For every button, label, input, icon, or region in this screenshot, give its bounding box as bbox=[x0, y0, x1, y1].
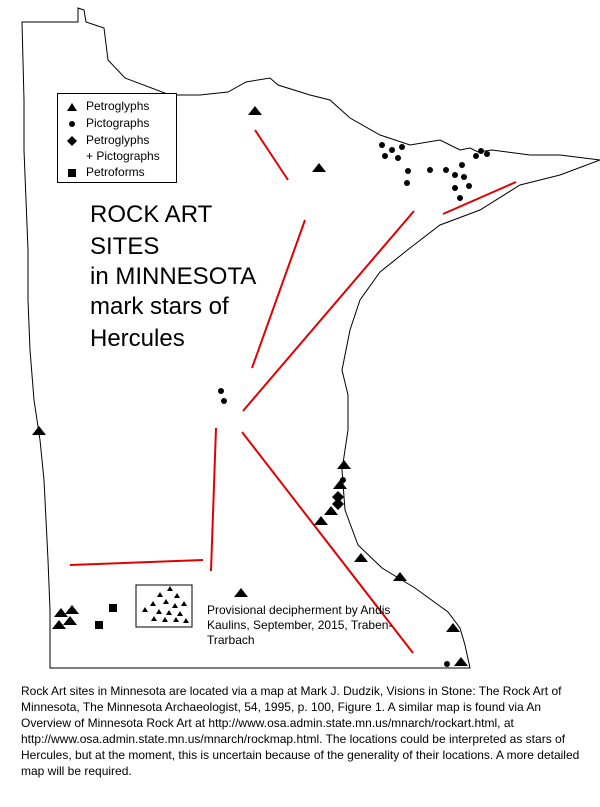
petroglyph-marker bbox=[63, 616, 77, 625]
hercules-line bbox=[69, 559, 204, 566]
pictograph-marker bbox=[218, 388, 224, 394]
pictograph-marker bbox=[484, 151, 490, 157]
pictograph-marker bbox=[399, 144, 405, 150]
map-title-line: in MINNESOTA bbox=[90, 263, 257, 290]
petroglyph-marker bbox=[52, 620, 66, 629]
petroglyph-cluster-box bbox=[135, 584, 193, 628]
combined-markers bbox=[332, 491, 344, 510]
petroglyph-marker bbox=[312, 163, 326, 172]
credit-text: Provisional decipherment by Andis Kaulin… bbox=[207, 603, 393, 647]
diamond-icon bbox=[67, 136, 77, 146]
hercules-line bbox=[254, 129, 289, 181]
pictograph-marker bbox=[473, 153, 479, 159]
petroglyph-marker bbox=[337, 460, 351, 469]
pictograph-marker bbox=[443, 167, 449, 173]
pictograph-marker bbox=[404, 180, 410, 186]
combined-marker bbox=[332, 498, 344, 510]
pictograph-marker bbox=[379, 142, 385, 148]
petroglyph-marker bbox=[393, 572, 407, 581]
pictograph-marker bbox=[395, 155, 401, 161]
petroglyph-marker bbox=[324, 506, 338, 515]
petroglyph-marker bbox=[234, 588, 248, 597]
square-icon bbox=[68, 169, 76, 177]
dot-icon bbox=[69, 121, 75, 127]
triangle-icon bbox=[67, 103, 77, 111]
cluster-triangle bbox=[157, 592, 163, 597]
map-title-line: Hercules bbox=[90, 325, 185, 352]
cluster-triangle bbox=[174, 593, 180, 598]
petroform-marker bbox=[109, 604, 117, 612]
pictograph-marker bbox=[459, 162, 465, 168]
legend-label: + Pictographs bbox=[86, 149, 160, 163]
legend-label: Pictographs bbox=[86, 116, 150, 130]
caption-text: Rock Art sites in Minnesota are located … bbox=[21, 684, 580, 778]
petroglyph-marker bbox=[454, 657, 468, 666]
legend-label: Petroglyphs bbox=[86, 99, 150, 113]
cluster-triangle bbox=[156, 609, 162, 614]
pictograph-marker bbox=[382, 153, 388, 159]
cluster-triangle bbox=[172, 603, 178, 608]
map-title-line: mark stars of bbox=[90, 293, 229, 320]
combined-marker bbox=[332, 491, 344, 503]
cluster-triangle bbox=[181, 601, 187, 606]
cluster-triangle bbox=[183, 618, 189, 623]
cluster-triangle bbox=[150, 601, 156, 606]
petroglyph-marker bbox=[333, 480, 347, 489]
petroglyph-marker bbox=[54, 608, 68, 617]
map-title-line: ROCK ART bbox=[90, 201, 213, 228]
petroglyph-markers bbox=[32, 106, 468, 666]
cluster-triangle bbox=[177, 611, 183, 616]
state-outline bbox=[21, 7, 600, 669]
pictograph-marker bbox=[452, 185, 458, 191]
hercules-line bbox=[442, 181, 517, 215]
pictograph-marker bbox=[466, 183, 472, 189]
pictograph-marker bbox=[405, 168, 411, 174]
petroglyph-marker bbox=[314, 516, 328, 525]
pictograph-marker bbox=[478, 148, 484, 154]
petroglyph-marker bbox=[65, 605, 79, 614]
cluster-triangle bbox=[142, 607, 148, 612]
pictograph-marker bbox=[444, 661, 450, 667]
petroglyph-marker bbox=[446, 623, 460, 632]
pictograph-marker bbox=[389, 147, 395, 153]
hercules-line bbox=[210, 427, 217, 572]
pictograph-marker bbox=[340, 477, 346, 483]
legend-label: Petroforms bbox=[86, 165, 145, 179]
pictograph-marker bbox=[452, 172, 458, 178]
cluster-triangle bbox=[163, 599, 169, 604]
cluster-triangle bbox=[167, 586, 173, 591]
pictograph-marker bbox=[461, 174, 467, 180]
pictograph-marker bbox=[457, 195, 463, 201]
petroglyph-marker bbox=[32, 426, 46, 435]
pictograph-marker bbox=[221, 398, 227, 404]
map-title-line: SITES bbox=[90, 233, 160, 260]
legend: Petroglyphs Pictographs Petroglyphs + Pi… bbox=[57, 93, 177, 183]
hercules-line bbox=[251, 219, 306, 369]
hercules-line bbox=[242, 210, 415, 412]
hercules-line bbox=[241, 431, 414, 654]
hercules-lines bbox=[69, 129, 517, 654]
cluster-triangle bbox=[173, 617, 179, 622]
petroglyph-marker bbox=[248, 106, 262, 115]
petroform-marker bbox=[95, 621, 103, 629]
cluster-triangle bbox=[166, 610, 172, 615]
cluster-triangle bbox=[162, 617, 168, 622]
petroglyph-marker bbox=[354, 553, 368, 562]
petroglyph-cluster bbox=[142, 586, 189, 623]
legend-label: Petroglyphs bbox=[86, 133, 150, 147]
petroform-markers bbox=[95, 604, 117, 629]
cluster-triangle bbox=[151, 616, 157, 621]
pictograph-markers bbox=[218, 142, 490, 667]
pictograph-marker bbox=[427, 167, 433, 173]
